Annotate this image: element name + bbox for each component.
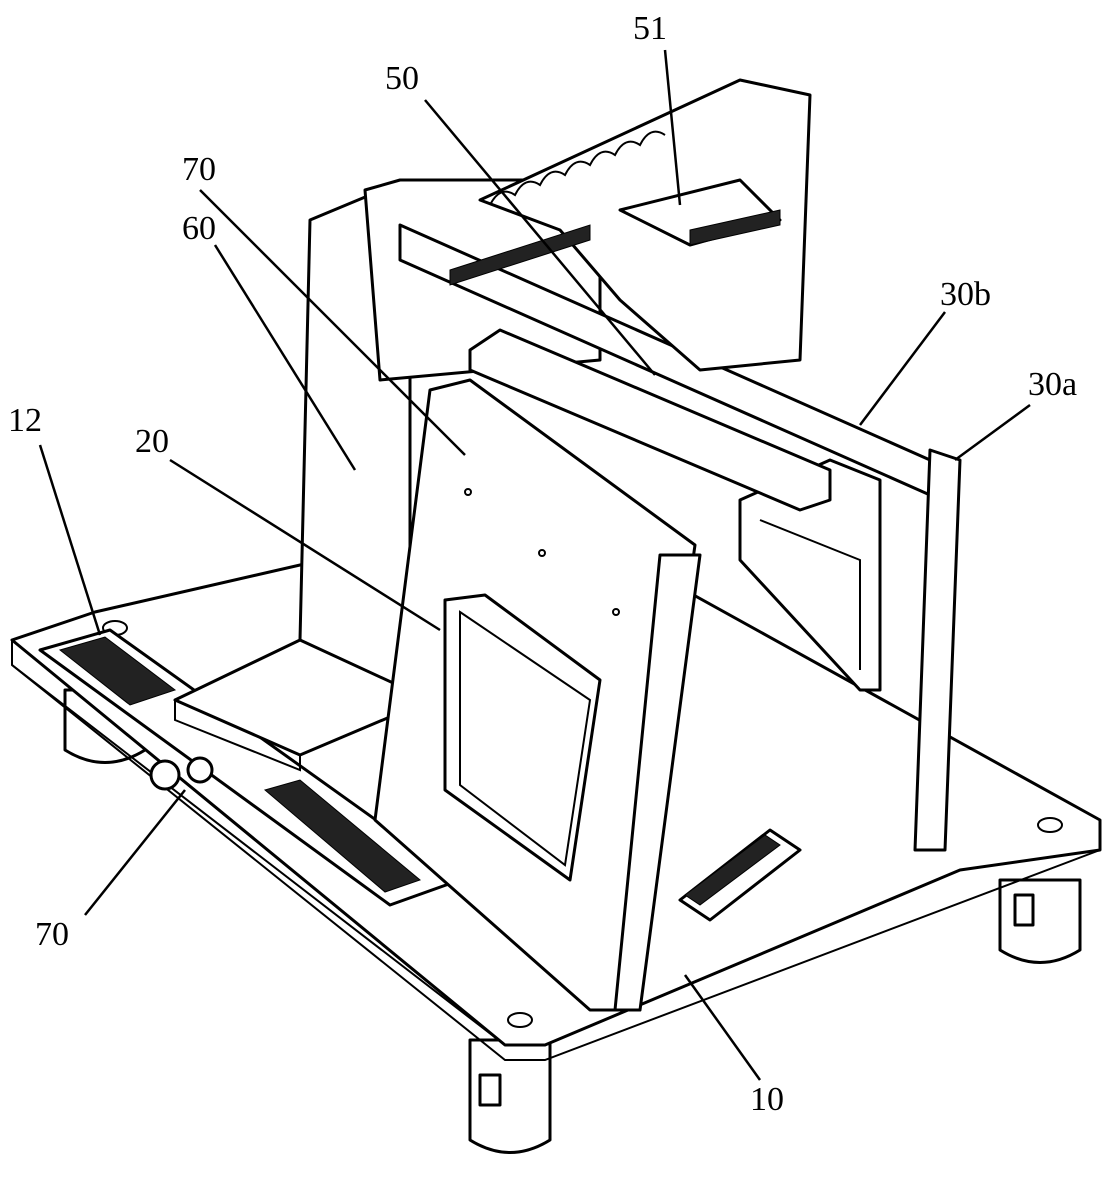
leader-51 [663, 49, 682, 206]
label-12: 12 [8, 402, 42, 439]
clamp-assembly-51 [449, 78, 832, 512]
label-60: 60 [182, 210, 216, 247]
leader-70-bottom [84, 789, 186, 916]
support-legs [63, 688, 1082, 1154]
leader-70-top [199, 189, 466, 456]
label-20: 20 [135, 423, 169, 460]
leader-60 [213, 244, 357, 471]
leader-30a [954, 403, 1031, 462]
leader-50 [424, 99, 656, 376]
label-30a: 30a [1028, 366, 1078, 403]
leader-12 [38, 444, 102, 636]
label-10: 10 [750, 1081, 784, 1118]
leader-10 [683, 974, 762, 1081]
label-50: 50 [385, 60, 419, 97]
label-70-bottom: 70 [35, 916, 69, 953]
guide-rail-12 [38, 628, 802, 922]
label-51: 51 [633, 10, 667, 47]
frame-30 [363, 178, 962, 852]
leader-20 [169, 458, 441, 632]
label-70-top: 70 [182, 151, 216, 188]
front-frame-20 [373, 378, 702, 1012]
leader-30b [859, 311, 946, 426]
label-30b: 30b [940, 276, 991, 313]
leader-lines [38, 49, 1031, 1081]
